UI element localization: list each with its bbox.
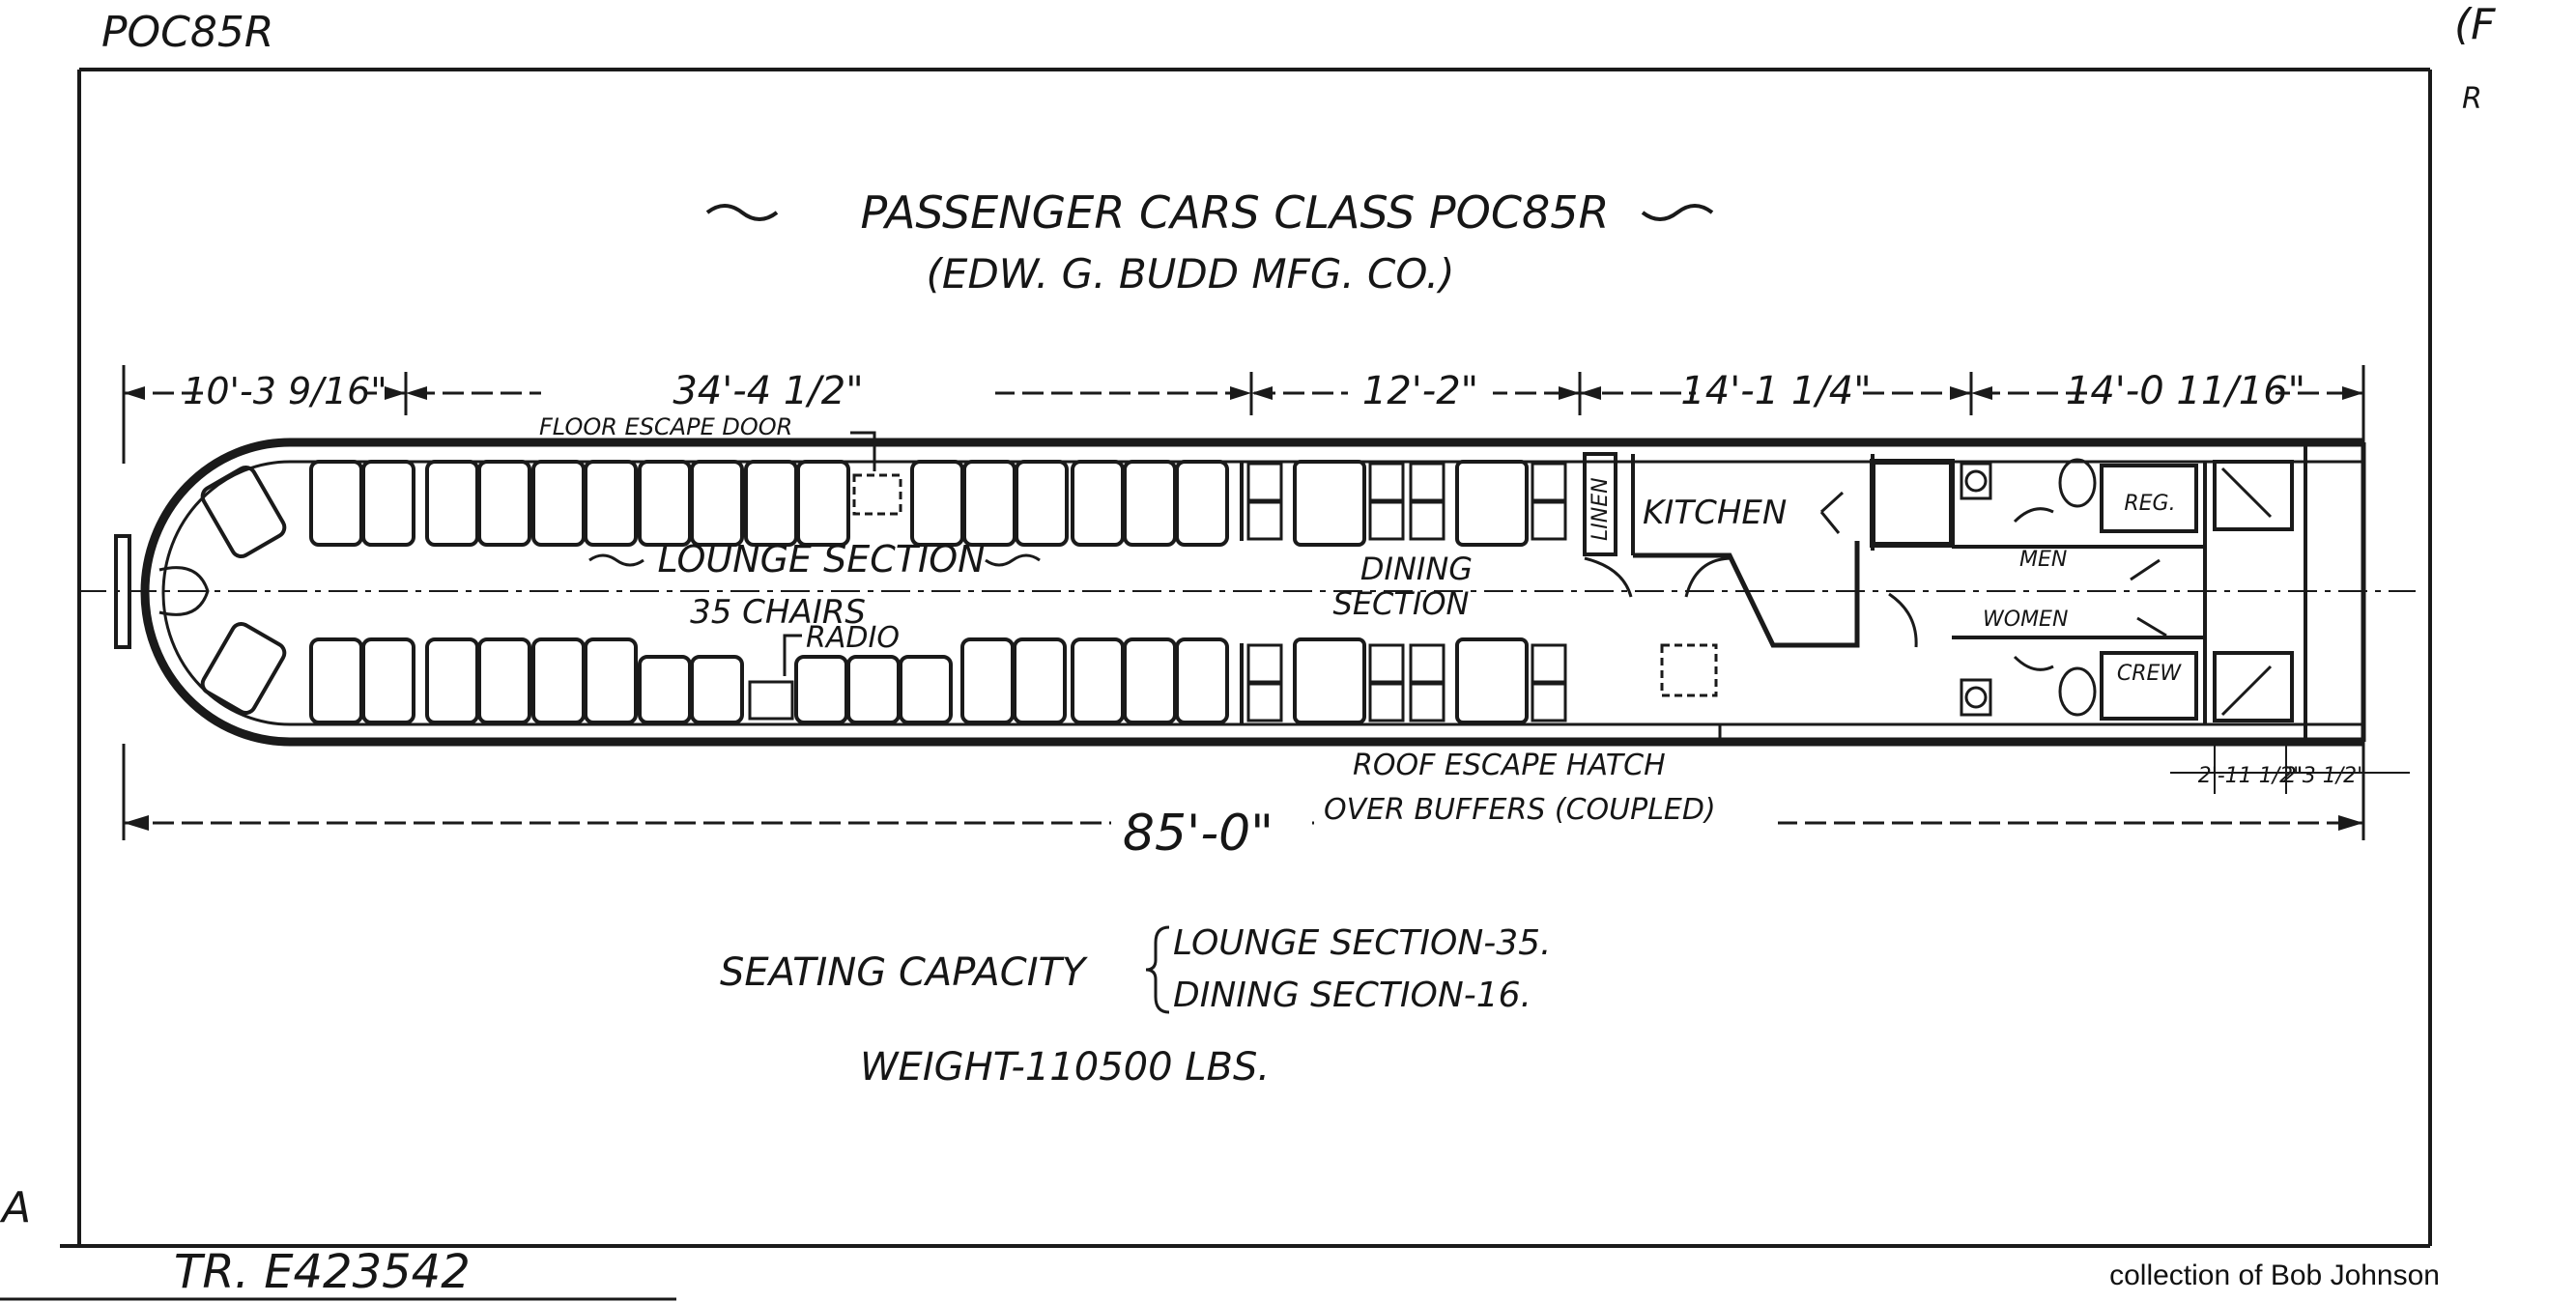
women-label: WOMEN: [1983, 608, 2068, 632]
washroom-area: [1870, 458, 2294, 724]
dining-section-furniture: [1240, 460, 1567, 724]
overall-dimension: [122, 744, 2363, 850]
roof-escape-hatch-label: ROOF ESCAPE HATCH: [1353, 749, 1666, 782]
lounge-chairs-bottom-row: [309, 637, 1229, 724]
top-dimension-chain: [122, 365, 2365, 840]
radio-label: RADIO: [806, 621, 900, 655]
overall-length-note: OVER BUFFERS (COUPLED): [1324, 793, 1716, 827]
lounge-capacity: LOUNGE SECTION-35.: [1173, 923, 1552, 963]
radio-symbol: [748, 634, 802, 721]
dining-section-label-line2: SECTION: [1333, 585, 1470, 622]
dimension-kitchen: 14'-1 1/4": [1680, 369, 1871, 413]
dining-section-label-line1: DINING: [1360, 551, 1473, 587]
edge-fragment-sub: R: [2462, 82, 2482, 116]
dining-capacity: DINING SECTION-16.: [1173, 976, 1531, 1015]
capacity-brace: [1145, 925, 1170, 1014]
drawing-title: PASSENGER CARS CLASS POC85R: [861, 186, 1610, 239]
floor-escape-door-label: FLOOR ESCAPE DOOR: [539, 413, 792, 440]
reg-label: REG.: [2124, 492, 2175, 516]
crew-label: CREW: [2117, 662, 2183, 686]
men-label: MEN: [2019, 548, 2067, 572]
seating-capacity-label: SEATING CAPACITY: [720, 950, 1089, 995]
lounge-chairs-label: 35 CHAIRS: [690, 593, 866, 632]
dimension-vestibule: 14'-0 11/16": [2066, 369, 2305, 413]
end-dimensions: [2170, 744, 2410, 794]
tr-number: TR. E423542: [174, 1245, 471, 1299]
linen-label: LINEN: [1589, 477, 1613, 541]
edge-fragment-top: (F: [2454, 0, 2496, 49]
collection-credit: collection of Bob Johnson: [2109, 1260, 2440, 1291]
title-block: PASSENGER CARS CLASS POC85R (EDW. G. BUD…: [705, 186, 1714, 297]
car-weight: WEIGHT-110500 LBS.: [860, 1045, 1270, 1090]
dimension-dining: 12'-2": [1362, 369, 1478, 413]
drawing-subtitle: (EDW. G. BUDD MFG. CO.): [927, 250, 1455, 297]
drawing-frame: [0, 68, 2432, 1301]
dimension-lounge-end: 10'-3 9/16": [183, 370, 387, 412]
corner-code: POC85R: [101, 8, 273, 57]
dimension-end-a: 2'-11 1/2": [2198, 764, 2304, 788]
dimension-end-b: 2'3 1/2": [2283, 764, 2367, 788]
overall-length: 85'-0": [1123, 805, 1274, 863]
lounge-section-label: LOUNGE SECTION: [657, 538, 985, 580]
corner-mark-left: A: [0, 1183, 31, 1232]
kitchen-label: KITCHEN: [1643, 494, 1787, 532]
floor-escape-door-symbol: [850, 431, 902, 516]
lounge-end-chairs: [200, 466, 287, 715]
car-body-outline: [77, 438, 2416, 747]
dimension-lounge: 34'-4 1/2": [673, 369, 863, 413]
lounge-chairs-top-row: [309, 460, 1229, 547]
